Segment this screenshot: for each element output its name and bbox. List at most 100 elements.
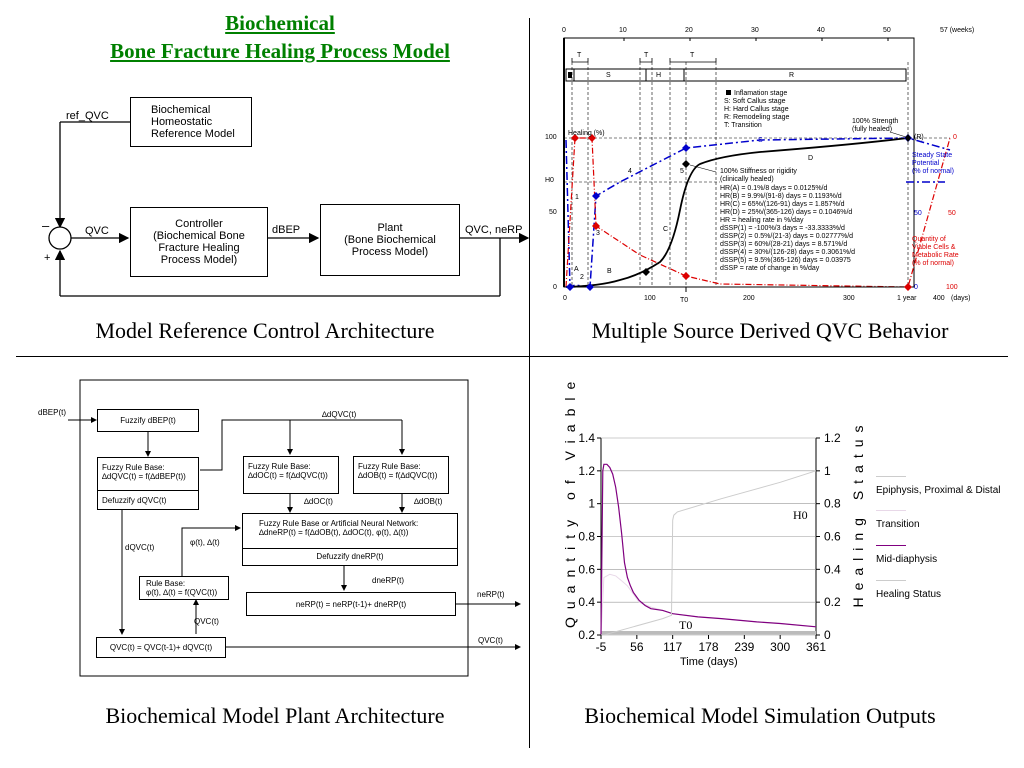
t0-annotation: T0 bbox=[679, 618, 693, 632]
equation-9: dSSP(4) = 30%/(126-28) days = 0.3061%/d bbox=[720, 249, 856, 256]
right-tick-label-5: 1 bbox=[824, 464, 831, 478]
qvc-mid-label: QVC(t) bbox=[194, 617, 219, 626]
stage-s: S bbox=[606, 72, 611, 79]
bottom-tick-400: 400 bbox=[933, 295, 945, 302]
equation-3: HR(C) = 65%/(126-91) days = 1.857%/d bbox=[720, 201, 845, 208]
top-tick-20: 20 bbox=[685, 27, 693, 34]
panel2-caption: Multiple Source Derived QVC Behavior bbox=[591, 318, 949, 343]
legend-remodel: R: Remodeling stage bbox=[724, 114, 790, 121]
legend-transition: Transition bbox=[876, 519, 920, 530]
left-tick-100: 100 bbox=[545, 134, 557, 141]
x-tick-label-0: -5 bbox=[596, 640, 607, 654]
ssp-label-3: (% of normal) bbox=[912, 168, 955, 175]
phi-label: φ(t), ∆(t) bbox=[190, 538, 220, 547]
stage-t2: T bbox=[644, 52, 649, 59]
x-axis-title: Time (days) bbox=[680, 656, 738, 668]
legend-swatch-transition bbox=[876, 510, 906, 511]
equation-4: HR(D) = 25%/(365-126) days = 0.1046%/d bbox=[720, 209, 853, 216]
bottom-tick-300: 300 bbox=[843, 295, 855, 302]
t0-label: T0 bbox=[680, 297, 689, 304]
curve-a: A bbox=[574, 266, 579, 273]
panel1-title-line2: Bone Fracture Healing Process Model bbox=[110, 39, 450, 63]
left-tick-label-0: 0.2 bbox=[578, 628, 595, 642]
point-2: 2 bbox=[580, 274, 584, 281]
dqvc-top-label: ∆dQVC(t) bbox=[322, 410, 357, 419]
dbep-input-label: dBEP(t) bbox=[38, 408, 67, 417]
rule-base-doc-box: Fuzzy Rule Base:∆dOC(t) = f(∆dQVC(t)) bbox=[243, 456, 339, 494]
right-val-100: 100 bbox=[946, 284, 958, 291]
bottom-tick-1year: 1 year bbox=[897, 295, 917, 302]
left-tick-label-3: 0.8 bbox=[578, 530, 595, 544]
right-val-0: 0 bbox=[914, 284, 918, 291]
equation-1: HR(A) = 0.1%/8 days = 0.0125%/d bbox=[720, 185, 828, 192]
right-axis-title: Healing Status bbox=[850, 418, 866, 608]
dob-label: ∆dOB(t) bbox=[414, 497, 443, 506]
panel3-caption: Biochemical Model Plant Architecture bbox=[105, 703, 445, 728]
qvc-label-1: Quantity of bbox=[912, 236, 946, 243]
equation-5: HR = healing rate in %/day bbox=[720, 217, 804, 224]
series-line-2 bbox=[600, 463, 817, 636]
right-tick-label-4: 0.8 bbox=[824, 497, 841, 511]
equation-11: dSSP = rate of change in %/day bbox=[720, 265, 820, 272]
legend-swatch-healing bbox=[876, 580, 906, 581]
x-tick-label-4: 239 bbox=[734, 640, 754, 654]
minus-sign: – bbox=[42, 218, 50, 233]
vertical-divider bbox=[529, 18, 530, 748]
equation-8: dSSP(3) = 60%/(28-21) days = 8.571%/d bbox=[720, 241, 848, 248]
point-4: 4 bbox=[628, 168, 632, 175]
panel4-caption: Biochemical Model Simulation Outputs bbox=[584, 703, 936, 728]
strength-label-1: 100% Strength bbox=[852, 118, 899, 125]
legend-swatch-epiphysis bbox=[876, 476, 906, 477]
r-label: (R) bbox=[914, 134, 924, 141]
output-label: QVC, neRP bbox=[465, 224, 523, 236]
qvc-label-4: (% of normal) bbox=[912, 260, 955, 267]
left-tick-label-5: 1.2 bbox=[578, 464, 595, 478]
ref-qvc-label: ref_QVC bbox=[66, 110, 109, 122]
rule-base-qvc-box: Rule Base:φ(t), ∆(t) = f(QVC(t)) bbox=[139, 576, 229, 600]
equation-7: dSSP(2) = 0.5%/(21-3) days = 0.02777%/d bbox=[720, 233, 854, 240]
bottom-band bbox=[601, 631, 816, 635]
qvc-output-label: QVC(t) bbox=[478, 636, 503, 645]
fuzzify-dbep-box: Fuzzify dBEP(t) bbox=[97, 409, 199, 432]
left-tick-label-1: 0.4 bbox=[578, 595, 595, 609]
series-line-3 bbox=[601, 470, 817, 636]
panel1-caption: Model Reference Control Architecture bbox=[95, 318, 435, 343]
stage-t3: T bbox=[690, 52, 695, 59]
horizontal-divider bbox=[16, 356, 1008, 357]
right-val-50-blue: 50 bbox=[914, 210, 922, 217]
equation-10: dSSP(5) = 9.5%(365-126) days = 0.03975 bbox=[720, 257, 851, 264]
top-tick-0: 0 bbox=[562, 27, 566, 34]
strength-label-2: (fully healed) bbox=[852, 126, 893, 133]
top-tick-30: 30 bbox=[751, 27, 759, 34]
right-tick-label-2: 0.4 bbox=[824, 562, 841, 576]
stiffness-label-2: (clinically healed) bbox=[720, 176, 774, 183]
point-1: 1 bbox=[575, 194, 579, 201]
right-tick-label-1: 0.2 bbox=[824, 595, 841, 609]
point-5: 5 bbox=[680, 168, 684, 175]
qvc-equation-box: QVC(t) = QVC(t-1)+ dQVC(t) bbox=[96, 637, 226, 658]
qvc-arrow-label: QVC bbox=[85, 225, 109, 237]
legend-soft: S: Soft Callus stage bbox=[724, 98, 786, 105]
left-axis-title: Quantity of Viable bbox=[562, 373, 578, 628]
h0-label: H0 bbox=[545, 177, 554, 184]
legend-transition: T: Transition bbox=[724, 122, 762, 129]
top-tick-57: 57 (weeks) bbox=[940, 27, 975, 34]
point-3: 3 bbox=[596, 230, 600, 237]
qvc-label-2: Viable Cells & bbox=[912, 244, 956, 251]
dqvc-side-label: dQVC(t) bbox=[125, 543, 155, 552]
curve-s: S bbox=[758, 137, 763, 144]
x-tick-label-6: 361 bbox=[806, 640, 826, 654]
dnerp-label: dneRP(t) bbox=[372, 576, 405, 585]
curve-d: D bbox=[808, 155, 814, 162]
legend-hard: H: Hard Callus stage bbox=[724, 106, 789, 113]
series-line-1 bbox=[600, 573, 817, 636]
x-tick-label-2: 117 bbox=[663, 640, 682, 654]
left-tick-0: 0 bbox=[553, 284, 557, 291]
left-tick-label-2: 0.6 bbox=[578, 562, 595, 576]
